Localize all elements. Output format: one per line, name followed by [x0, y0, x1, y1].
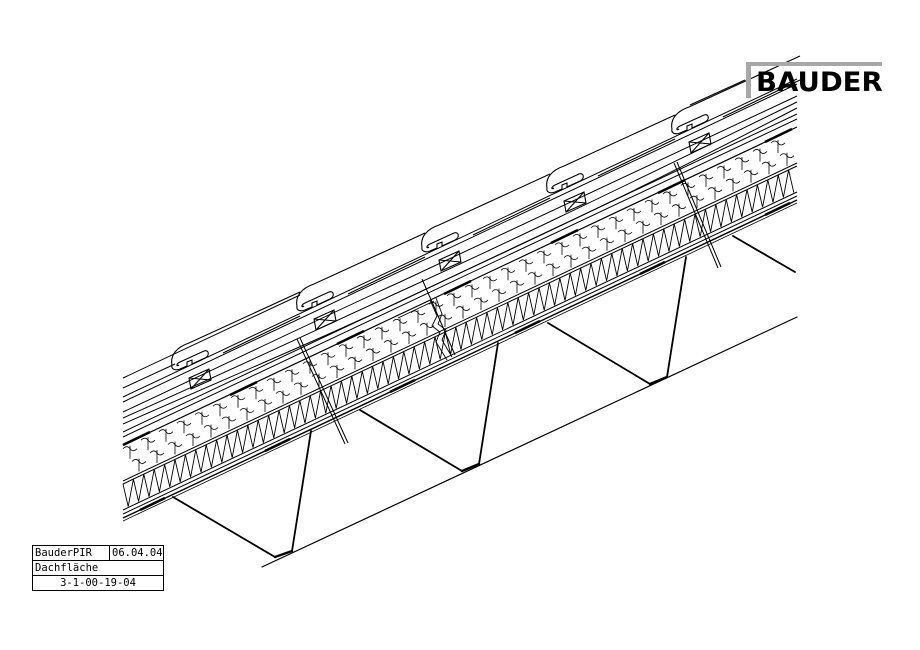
fasteners — [296, 161, 722, 445]
insulation-zigzag-layer — [122, 162, 798, 507]
trapezoidal-steel-deck — [172, 235, 798, 568]
drawing-description: Dachfläche — [35, 562, 99, 574]
pir-insulation-board — [122, 126, 798, 472]
title-block-row-3: 3-1-00-19-04 — [33, 576, 163, 590]
logo-accent-bar-top — [746, 62, 882, 66]
underlay-membrane — [122, 78, 798, 438]
drawing-date: 06.04.04 — [112, 547, 163, 559]
drawing-number: 3-1-00-19-04 — [60, 577, 136, 589]
logo-accent-bar-left — [746, 62, 751, 98]
tile-lines — [122, 294, 301, 389]
title-block-row-1: BauderPIR 06.04.04 — [33, 546, 163, 561]
roof-tiles — [171, 55, 801, 390]
bauder-logo: BAUDER — [746, 62, 883, 98]
title-block: BauderPIR 06.04.04 Dachfläche 3-1-00-19-… — [32, 545, 164, 591]
title-block-row-2: Dachfläche — [33, 561, 163, 576]
vapour-control-layer — [122, 191, 798, 522]
seam-detail — [397, 297, 453, 361]
product-name: BauderPIR — [33, 546, 110, 560]
logo-text: BAUDER — [756, 67, 883, 98]
